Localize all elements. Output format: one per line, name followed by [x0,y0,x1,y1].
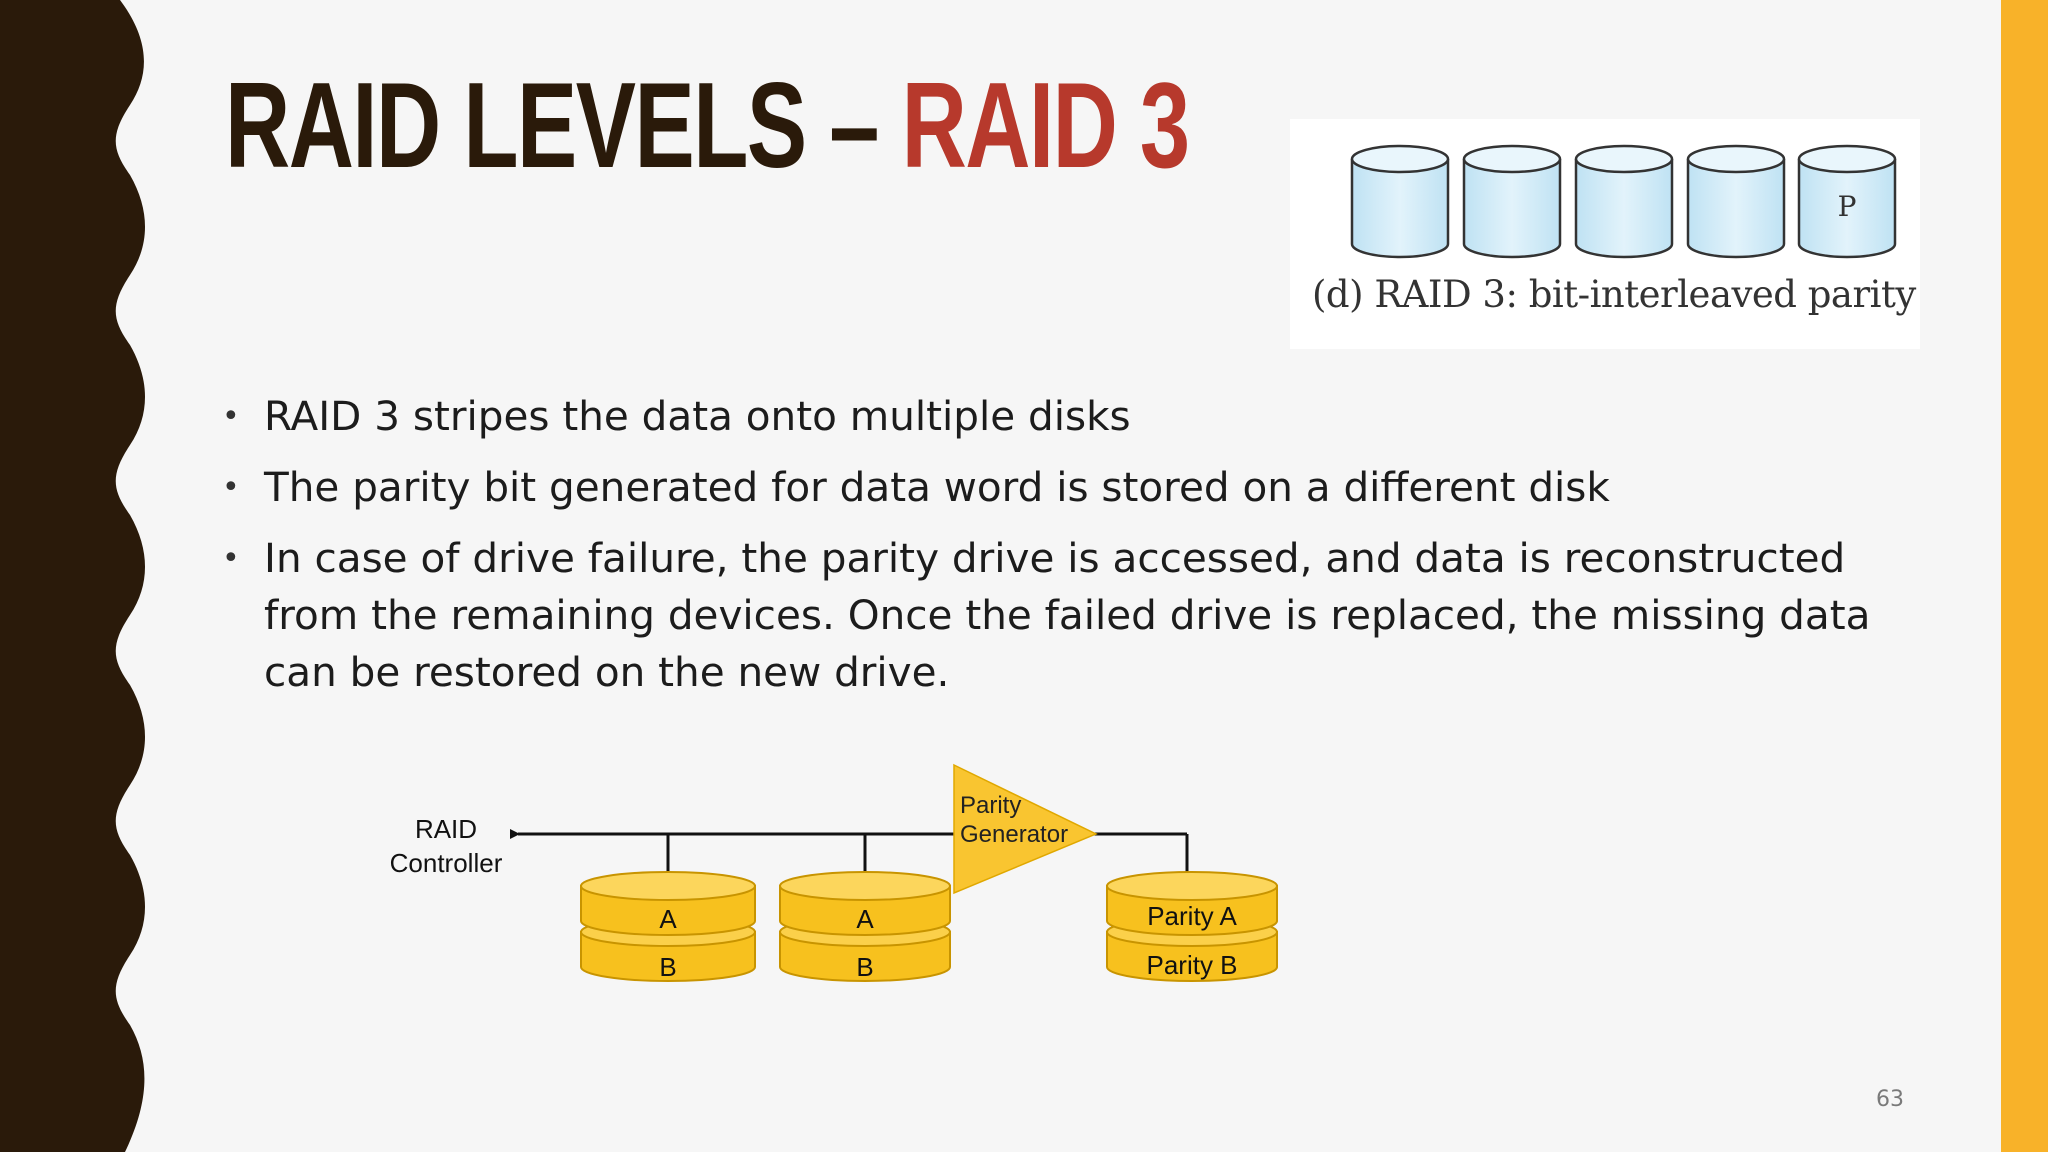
bullet-dot-icon: • [222,470,240,505]
generator-label-line1: Parity [960,792,1021,819]
controller-label-line2: Controller [390,848,503,878]
disk-cylinders: P [1350,144,1897,259]
bullet-list: • RAID 3 stripes the data onto multiple d… [222,388,1922,715]
bullet-dot-icon: • [222,399,240,434]
parity-disk: Parity A Parity B [1106,871,1278,982]
disk2-top-label: A [856,904,874,934]
disk-cylinder-3 [1574,144,1674,259]
page-number: 63 [1876,1087,1904,1112]
parity-generator-triangle: Parity Generator [953,763,1098,895]
parity-bottom-label: Parity B [1146,950,1237,980]
raid-controller-diagram: RAID Controller Parity Generator A B A B [390,763,1278,982]
disk-cylinder-4 [1686,144,1786,259]
bullet-item: • In case of drive failure, the parity dr… [222,530,1922,701]
disk1-bottom-label: B [659,952,676,982]
bullet-text: In case of drive failure, the parity dri… [264,534,1871,696]
bullet-item: • The parity bit generated for data word … [222,459,1922,516]
raid3-disk-figure: P (d) RAID 3: bit-interleaved parity [1290,119,1920,349]
bullet-text: The parity bit generated for data word i… [264,463,1610,511]
left-wavy-bar [0,0,145,1152]
title-highlight: RAID 3 [901,57,1191,193]
bullet-dot-icon: • [222,541,240,576]
data-disk-2: A B [779,871,951,982]
parity-top-label: Parity A [1147,901,1237,931]
arrow-head-icon [510,829,520,839]
bullet-item: • RAID 3 stripes the data onto multiple d… [222,388,1922,445]
generator-label-line2: Generator [960,821,1068,848]
disk-cylinder-1 [1350,144,1450,259]
disk-cylinder-2 [1462,144,1562,259]
right-accent-bar [2001,0,2048,1152]
slide-title: RAID LEVELS – RAID 3 [225,57,1191,193]
bullet-text: RAID 3 stripes the data onto multiple di… [264,392,1131,440]
parity-disk-label: P [1838,190,1857,223]
parity-disk-cylinder: P [1797,144,1897,259]
title-main: RAID LEVELS – [225,57,902,193]
data-disk-1: A B [580,871,756,982]
disk1-top-label: A [659,904,677,934]
disk2-bottom-label: B [856,952,873,982]
figure-caption: (d) RAID 3: bit-interleaved parity [1312,273,1916,316]
controller-label-line1: RAID [415,814,477,844]
